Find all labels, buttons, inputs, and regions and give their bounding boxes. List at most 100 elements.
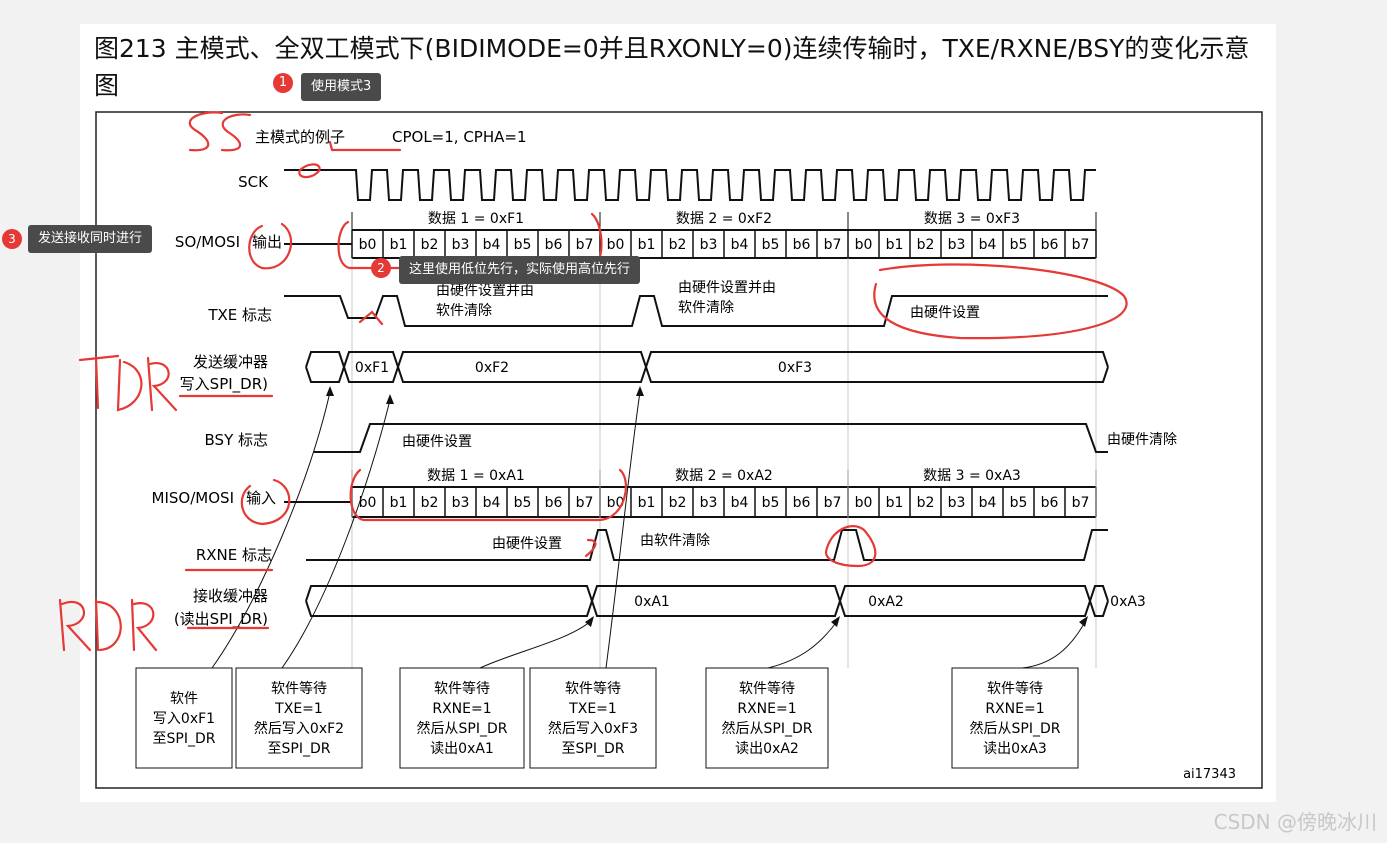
mosi-bit-label: b6 — [545, 237, 563, 253]
software-box-line: 然后写入0xF3 — [548, 720, 638, 737]
miso-bit-label: b0 — [855, 495, 873, 511]
rx-frame-label: 数据 1 = 0xA1 — [427, 468, 525, 484]
miso-bit-label: b2 — [669, 495, 687, 511]
sck-waveform — [284, 169, 1096, 201]
miso-bit-label: b2 — [421, 495, 439, 511]
tx-frame-label: 数据 1 = 0xF1 — [428, 211, 524, 227]
rxne-label: RXNE 标志 — [196, 546, 272, 564]
mosi-suffix: 输出 — [252, 233, 282, 251]
miso-suffix: 输入 — [246, 489, 276, 507]
annotation-tooltip-1: 使用模式3 — [301, 73, 382, 101]
txe-annotation-3: 由硬件设置并由 — [678, 280, 776, 296]
annotation-tooltip-2: 这里使用低位先行，实际使用高位先行 — [399, 256, 641, 284]
rxne-set-annotation: 由硬件设置 — [492, 536, 562, 552]
miso-bit-label: b4 — [483, 495, 501, 511]
software-box — [399, 667, 525, 769]
handwritten-ss-1 — [188, 111, 224, 152]
software-box — [705, 667, 829, 769]
handwritten-txe-circle — [873, 263, 1128, 340]
tx-bus-outline — [305, 351, 1109, 383]
software-box-line: 至SPI_DR — [562, 741, 625, 757]
software-box-line: 然后从SPI_DR — [722, 720, 813, 737]
mosi-bit-label: b0 — [855, 237, 873, 253]
miso-bit-label: b3 — [948, 495, 966, 511]
sck-clock-line — [284, 169, 1096, 201]
miso-bit-label: b3 — [452, 495, 470, 511]
software-box-line: 软件等待 — [987, 680, 1043, 697]
mosi-bit-label: b2 — [917, 237, 935, 253]
miso-bit-label: b3 — [700, 495, 718, 511]
software-box-line: 至SPI_DR — [268, 741, 331, 757]
mosi-bit-label: b7 — [1072, 237, 1090, 253]
software-box-line: 软件等待 — [565, 680, 621, 697]
mosi-bit-label: b1 — [886, 237, 904, 253]
miso-bit-label: b2 — [917, 495, 935, 511]
annotation-badge-2[interactable]: 2 — [371, 258, 391, 278]
handwritten-rxne-mark-1 — [584, 538, 597, 558]
software-box — [235, 667, 363, 769]
miso-bit-label: b7 — [824, 495, 842, 511]
annotation-tooltip-3: 发送接收同时进行 — [28, 225, 153, 253]
handwritten-rxne-circle — [824, 525, 877, 568]
annotation-badge-3[interactable]: 3 — [2, 229, 22, 249]
bsy-clear-annotation: 由硬件清除 — [1107, 432, 1177, 448]
miso-bit-label: b6 — [1041, 495, 1059, 511]
annotation-badge-1[interactable]: 1 — [273, 73, 293, 93]
rx-buffer-label: 接收缓冲器 — [193, 587, 268, 605]
txe-annotation-4: 软件清除 — [678, 300, 734, 316]
mode-params: CPOL=1, CPHA=1 — [392, 128, 527, 146]
software-box-line: 至SPI_DR — [153, 731, 216, 747]
rx-bus-value: 0xA3 — [1110, 594, 1146, 610]
mosi-bit-label: b3 — [452, 237, 470, 253]
handwritten-ss-2 — [220, 113, 252, 152]
bsy-set-annotation: 由硬件设置 — [402, 434, 472, 450]
software-box — [529, 667, 657, 769]
bsy-label: BSY 标志 — [205, 431, 268, 449]
software-box-line: 写入0xF1 — [153, 711, 215, 727]
txe-waveform — [284, 295, 1108, 327]
rxne-clear-annotation: 由软件清除 — [640, 533, 710, 549]
software-box-line: RXNE=1 — [432, 701, 491, 717]
handwritten-rdr — [58, 598, 158, 652]
txe-annotation-5: 由硬件设置 — [910, 305, 980, 321]
handwritten-annotations — [58, 111, 1128, 652]
miso-bit-label: b5 — [762, 495, 780, 511]
watermark: CSDN @傍晚冰川 — [1213, 810, 1377, 834]
software-box-line: RXNE=1 — [737, 701, 796, 717]
miso-bit-label: b6 — [545, 495, 563, 511]
software-box-line: 然后写入0xF2 — [254, 720, 344, 737]
software-box-line: 然后从SPI_DR — [970, 720, 1061, 737]
box-arrows — [211, 391, 1087, 669]
software-box-line: RXNE=1 — [985, 701, 1044, 717]
miso-bit-label: b5 — [514, 495, 532, 511]
mode-label: 主模式的例子 — [255, 128, 345, 146]
handwritten-input-circle — [240, 478, 291, 526]
tx-bus-value: 0xF2 — [475, 360, 509, 376]
miso-bit-label: b0 — [359, 495, 377, 511]
mosi-bit-label: b0 — [359, 237, 377, 253]
mosi-bit-label: b5 — [514, 237, 532, 253]
miso-bit-label: b5 — [1010, 495, 1028, 511]
mosi-bit-label: b4 — [979, 237, 997, 253]
software-box-line: 软件等待 — [739, 680, 795, 697]
diagram-frame — [95, 111, 1263, 789]
miso-bit-label: b4 — [731, 495, 749, 511]
software-box — [951, 667, 1079, 769]
miso-bit-label: b7 — [1072, 495, 1090, 511]
mosi-bit-label: b5 — [1010, 237, 1028, 253]
mosi-bit-label: b6 — [793, 237, 811, 253]
rx-buffer-sublabel: (读出SPI_DR) — [174, 610, 268, 629]
rxne-waveform — [306, 529, 1108, 561]
software-box-line: 读出0xA2 — [735, 740, 799, 757]
rx-bus-value: 0xA2 — [868, 594, 904, 610]
software-box-line: TXE=1 — [274, 701, 323, 717]
mosi-bit-label: b5 — [762, 237, 780, 253]
software-box-line: 读出0xA1 — [430, 740, 494, 757]
mosi-bit-label: b1 — [638, 237, 656, 253]
tx-bus-value: 0xF1 — [355, 360, 389, 376]
